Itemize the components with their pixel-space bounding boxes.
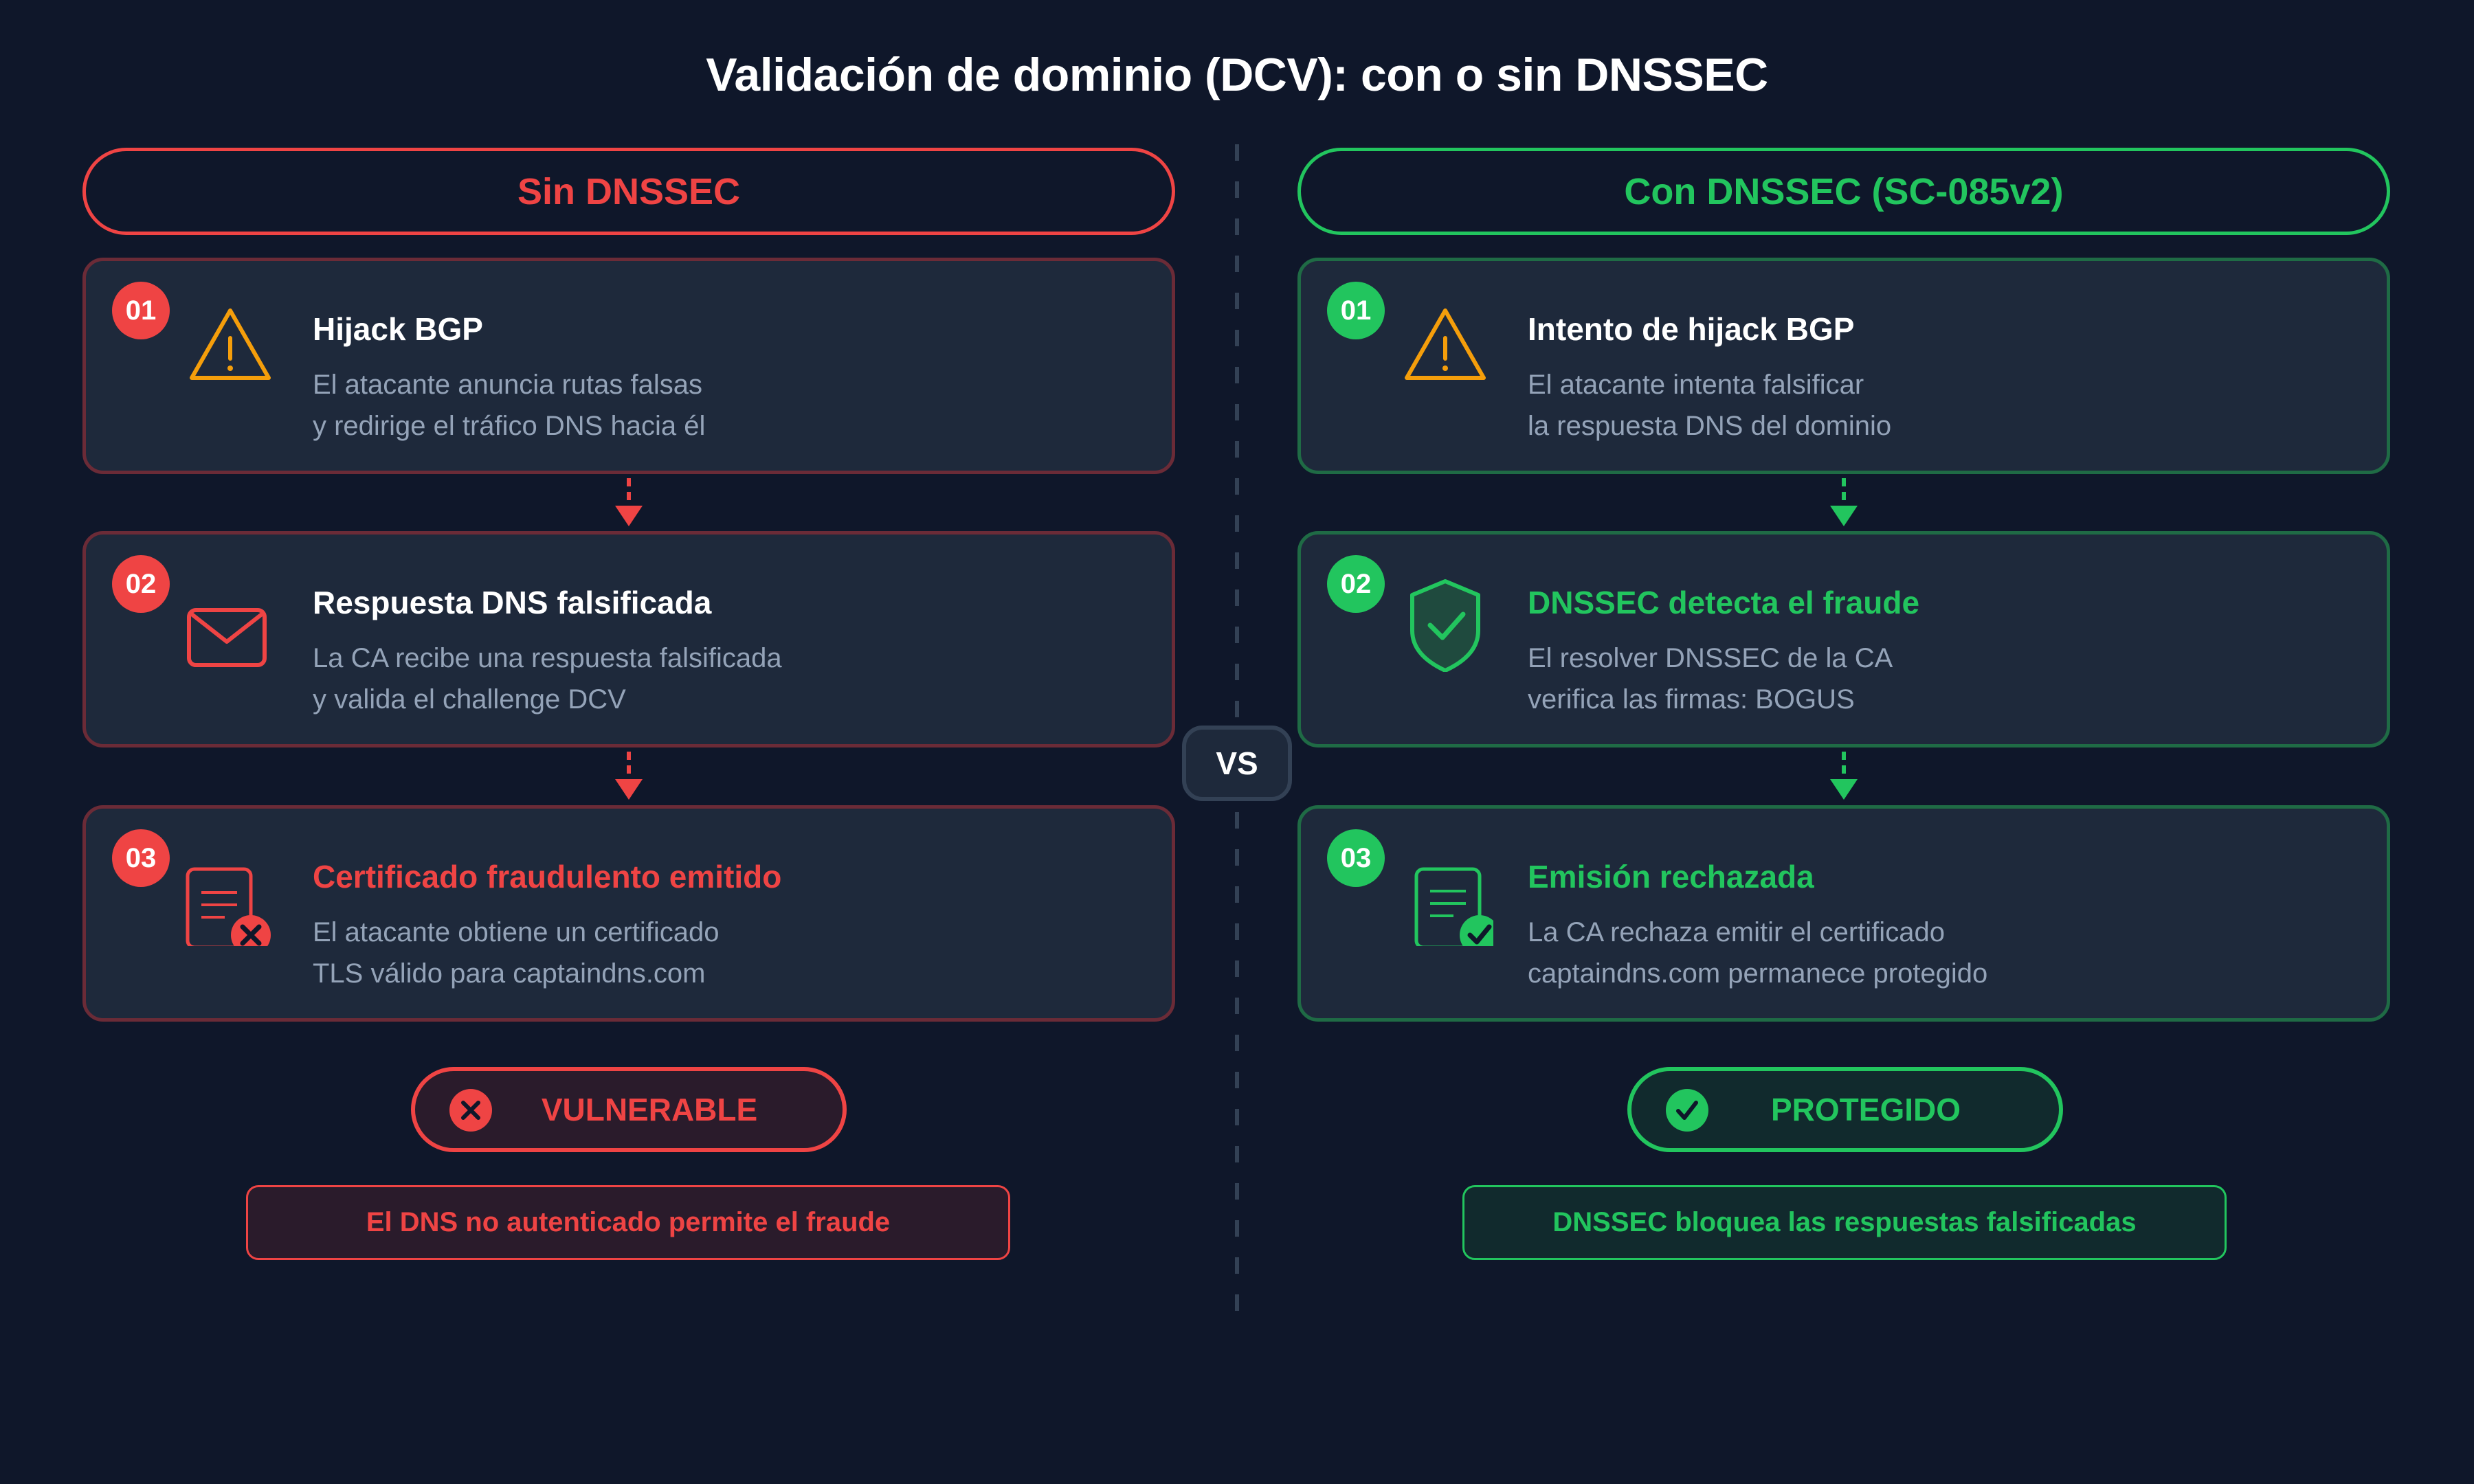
right-step-2-card: 02 DNSSEC detecta el fraude El resolver … [1297, 531, 2390, 747]
step-title: Respuesta DNS falsificada [313, 585, 712, 620]
status-label: VULNERABLE [541, 1092, 758, 1127]
right-step-3-card: 03 Emisión rechazada La CA rechaza emiti… [1297, 805, 2390, 1022]
step-title: Emisión rechazada [1528, 859, 1814, 895]
flow-arrow-down-icon [1830, 478, 1858, 526]
vs-badge: VS [1182, 726, 1292, 801]
step-description: El atacante intenta falsificar la respue… [1528, 364, 1891, 447]
step-desc-line-2: captaindns.com permanece protegido [1528, 958, 1988, 989]
step-title: Certificado fraudulento emitido [313, 859, 782, 895]
step-desc-line-1: La CA recibe una respuesta falsificada [313, 643, 782, 673]
flow-arrow-down-icon [615, 752, 643, 800]
left-step-2-card: 02 Respuesta DNS falsificada La CA recib… [82, 531, 1175, 747]
step-desc-line-2: la respuesta DNS del dominio [1528, 411, 1892, 441]
right-summary-note: DNSSEC bloquea las respuestas falsificad… [1462, 1185, 2227, 1260]
step-number-badge: 01 [112, 282, 170, 339]
warning-triangle-icon [1405, 308, 1486, 380]
step-title: DNSSEC detecta el fraude [1528, 585, 1920, 620]
step-desc-line-1: La CA rechaza emitir el certificado [1528, 917, 1945, 947]
step-desc-line-2: y valida el challenge DCV [313, 684, 626, 715]
step-number-badge: 03 [1327, 829, 1385, 887]
right-step-1-card: 01 Intento de hijack BGP El atacante int… [1297, 258, 2390, 474]
step-number-badge: 02 [112, 555, 170, 613]
left-step-3-card: 03 Certificado fraudulento emitido El at… [82, 805, 1175, 1022]
header-sin-dnssec: Sin DNSSEC [82, 148, 1175, 235]
check-circle-icon [1666, 1089, 1708, 1132]
step-description: El atacante anuncia rutas falsas y redir… [313, 364, 705, 447]
left-step-1-card: 01 Hijack BGP El atacante anuncia rutas … [82, 258, 1175, 474]
step-desc-line-2: verifica las firmas: BOGUS [1528, 684, 1855, 715]
flow-arrow-down-icon [1830, 752, 1858, 800]
step-desc-line-2: y redirige el tráfico DNS hacia él [313, 411, 706, 441]
step-title: Hijack BGP [313, 311, 483, 347]
step-desc-line-1: El atacante intenta falsificar [1528, 370, 1864, 400]
header-con-dnssec: Con DNSSEC (SC-085v2) [1297, 148, 2390, 235]
page-title: Validación de dominio (DCV): con o sin D… [706, 49, 1768, 101]
step-desc-line-2: TLS válido para captaindns.com [313, 958, 706, 989]
step-desc-line-1: El atacante anuncia rutas falsas [313, 370, 703, 400]
step-description: La CA rechaza emitir el certificado capt… [1528, 912, 1987, 994]
step-desc-line-1: El atacante obtiene un certificado [313, 917, 720, 947]
step-number-badge: 02 [1327, 555, 1385, 613]
envelope-icon [187, 608, 267, 667]
step-description: El resolver DNSSEC de la CA verifica las… [1528, 638, 1893, 720]
step-description: La CA recibe una respuesta falsificada y… [313, 638, 782, 720]
step-number-badge: 01 [1327, 282, 1385, 339]
status-label: PROTEGIDO [1770, 1092, 1961, 1127]
status-vulnerable-badge: VULNERABLE [411, 1067, 847, 1152]
document-x-icon [186, 867, 271, 946]
step-title: Intento de hijack BGP [1528, 311, 1855, 347]
step-number-badge: 03 [112, 829, 170, 887]
step-description: El atacante obtiene un certificado TLS v… [313, 912, 720, 994]
status-protegido-badge: PROTEGIDO [1627, 1067, 2063, 1152]
flow-arrow-down-icon [615, 478, 643, 526]
x-circle-icon [449, 1089, 492, 1132]
warning-triangle-icon [190, 308, 271, 380]
left-summary-note: El DNS no autenticado permite el fraude [246, 1185, 1010, 1260]
document-check-icon [1414, 867, 1493, 946]
step-desc-line-1: El resolver DNSSEC de la CA [1528, 643, 1893, 673]
shield-check-icon [1410, 579, 1480, 672]
